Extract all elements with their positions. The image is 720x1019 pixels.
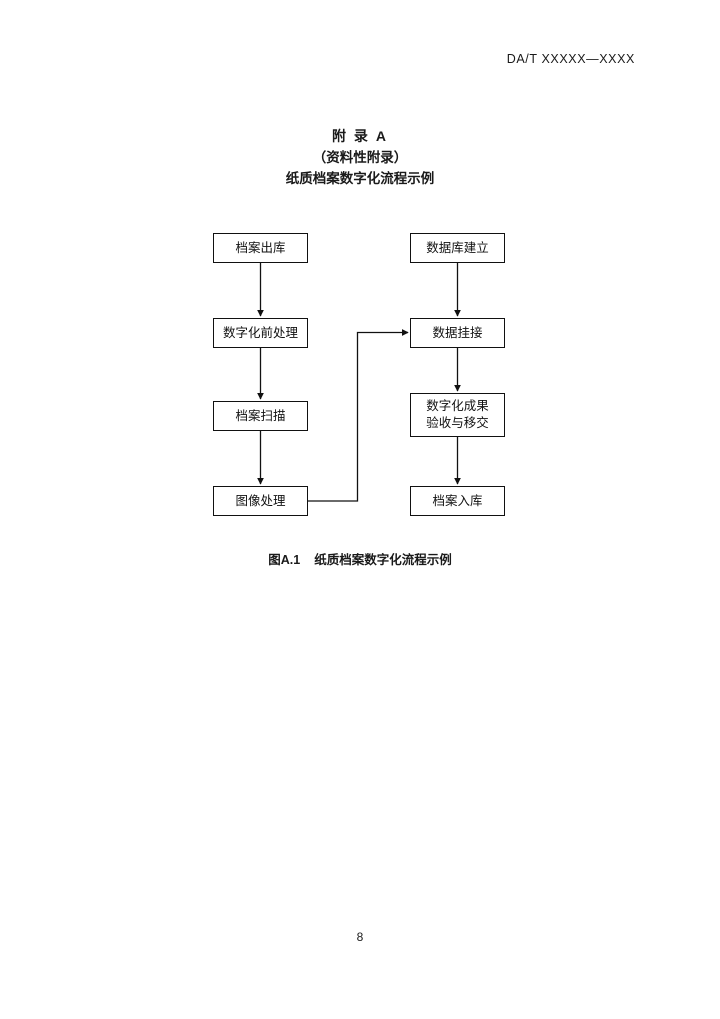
annex-kind: （资料性附录） — [312, 150, 408, 165]
flowchart: 档案出库 数字化前处理 档案扫描 图像处理 数据库建立 数据挂接 数字化成果 验… — [213, 233, 505, 516]
page-number: 8 — [356, 930, 364, 944]
figure-caption: 图A.1 纸质档案数字化流程示例 — [0, 549, 720, 568]
node-archive-scanning: 档案扫描 — [213, 401, 308, 431]
figure-title: 纸质档案数字化流程示例 — [314, 553, 452, 567]
node-pre-digitization: 数字化前处理 — [213, 318, 308, 348]
figure-number: 图A.1 — [268, 553, 301, 567]
node-archive-scanning-label: 档案扫描 — [235, 408, 286, 423]
node-archive-inbound-label: 档案入库 — [432, 493, 483, 508]
annex-name: 纸质档案数字化流程示例 — [285, 171, 435, 186]
node-data-linking: 数据挂接 — [410, 318, 505, 348]
node-image-processing: 图像处理 — [213, 486, 308, 516]
node-data-linking-label: 数据挂接 — [432, 325, 483, 340]
node-database-creation: 数据库建立 — [410, 233, 505, 263]
node-archive-outbound-label: 档案出库 — [235, 240, 286, 255]
node-image-processing-label: 图像处理 — [235, 493, 286, 508]
node-acceptance-and-handover: 数字化成果 验收与移交 — [410, 393, 505, 437]
edge-image-processing-to-data-linking — [308, 329, 409, 502]
node-acceptance-and-handover-label-line1: 数字化成果 — [426, 399, 489, 413]
annex-title-block: 附 录 A （资料性附录） 纸质档案数字化流程示例 — [0, 126, 720, 189]
node-pre-digitization-label: 数字化前处理 — [222, 325, 298, 340]
standard-code-header: DA/T XXXXX—XXXX — [506, 52, 635, 66]
node-archive-inbound: 档案入库 — [410, 486, 505, 516]
annex-label: 附 录 A — [332, 128, 388, 144]
node-archive-outbound: 档案出库 — [213, 233, 308, 263]
node-database-creation-label: 数据库建立 — [426, 240, 489, 255]
node-acceptance-and-handover-label-line2: 验收与移交 — [426, 416, 489, 430]
